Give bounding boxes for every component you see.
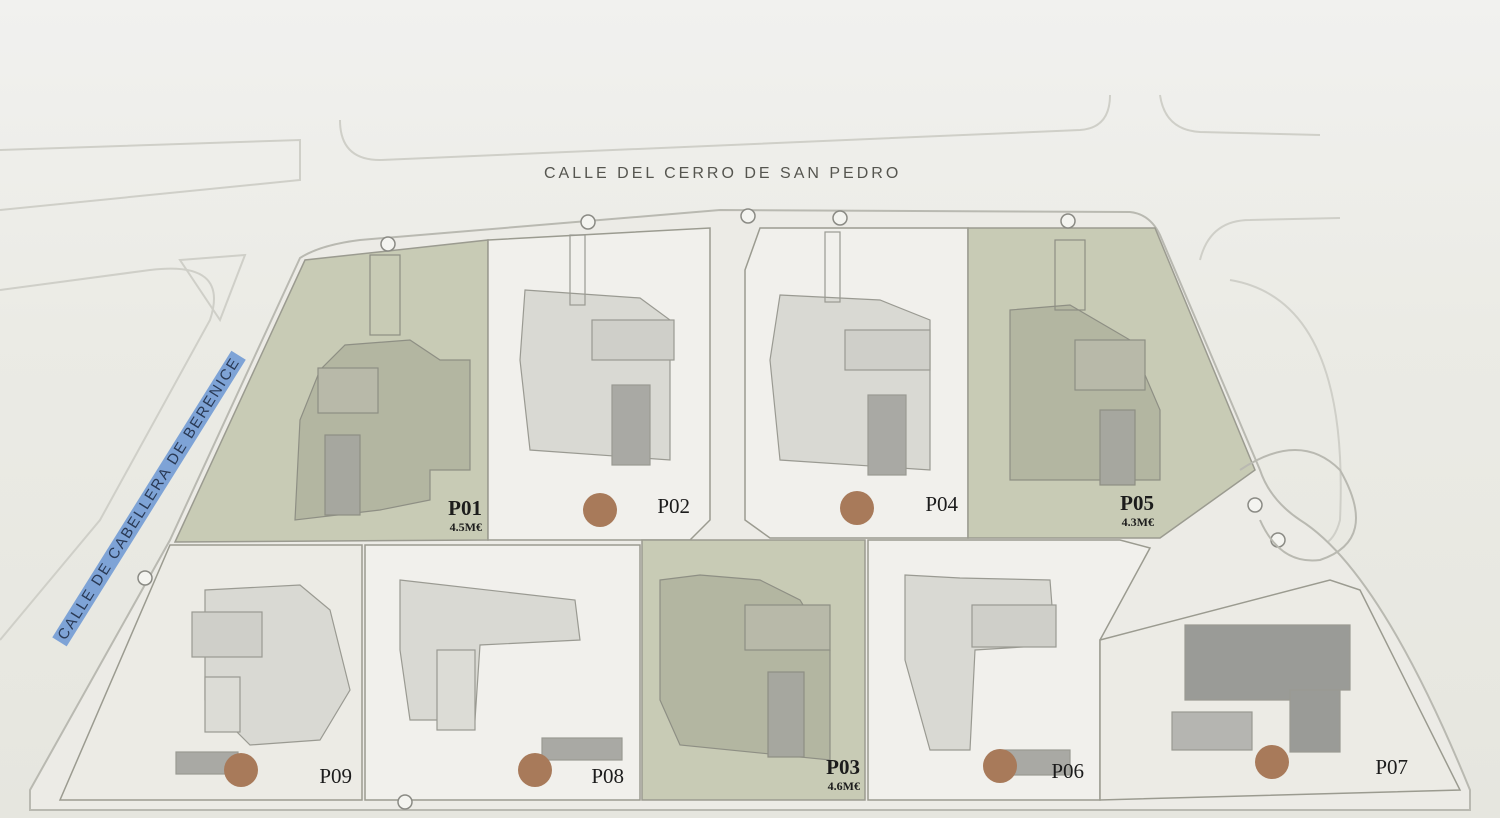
plot-price: 4.5M€	[449, 520, 482, 534]
plot-marker-p06[interactable]	[983, 749, 1017, 783]
plot-code: P01	[448, 496, 482, 520]
plot-label-p09[interactable]: P09	[292, 766, 352, 787]
plot-label-p02[interactable]: P02	[630, 496, 690, 517]
plot-price: 4.3M€	[1121, 515, 1154, 529]
roundabout	[1239, 449, 1357, 562]
plot-label-p05[interactable]: P05 4.3M€	[1092, 491, 1154, 529]
plot-label-p08[interactable]: P08	[564, 766, 624, 787]
plot-label-p01[interactable]: P01 4.5M€	[420, 496, 482, 534]
plot-price: 4.6M€	[827, 779, 860, 793]
plot-label-p04[interactable]: P04	[898, 494, 958, 515]
plot-label-p07[interactable]: P07	[1348, 757, 1408, 778]
street-name-north: CALLE DEL CERRO DE SAN PEDRO	[544, 165, 902, 182]
plot-marker-p07[interactable]	[1255, 745, 1289, 779]
plot-code: P08	[591, 764, 624, 788]
plot-marker-p02[interactable]	[583, 493, 617, 527]
plot-code: P05	[1120, 491, 1154, 515]
plot-code: P07	[1375, 755, 1408, 779]
house-footprints-available	[175, 231, 1351, 776]
plot-marker-p04[interactable]	[840, 491, 874, 525]
plot-marker-p09[interactable]	[224, 753, 258, 787]
plot-marker-p08[interactable]	[518, 753, 552, 787]
plot-code: P03	[826, 755, 860, 779]
road-lines	[0, 94, 1342, 641]
plot-code: P04	[925, 492, 958, 516]
plot-code: P02	[657, 494, 690, 518]
plot-code: P06	[1051, 759, 1084, 783]
house-footprints	[294, 239, 1161, 761]
plot-label-p06[interactable]: P06	[1024, 761, 1084, 782]
plot-label-p03[interactable]: P03 4.6M€	[798, 755, 860, 793]
plot-code: P09	[319, 764, 352, 788]
